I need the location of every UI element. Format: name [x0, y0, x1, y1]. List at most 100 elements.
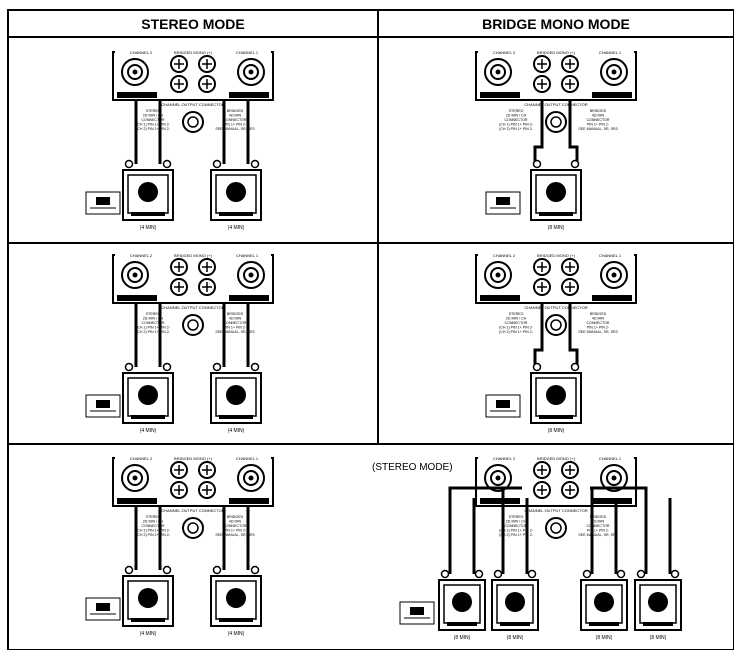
- speaker-wire: [501, 486, 522, 574]
- speaker-impedance-label: (8 MIN): [548, 225, 565, 231]
- terminal-plus-icon: [636, 569, 646, 579]
- bridged-note-line: BRIDGED: [227, 109, 244, 113]
- terminal-minus-icon: [250, 159, 260, 169]
- stereo-note-line: CONNECTOR: [504, 524, 527, 528]
- bridged-note-line: 4Ω MIN: [229, 114, 242, 118]
- bridged-note-line: CONNECTOR: [586, 321, 609, 325]
- stereo-note-line: STEREO: [509, 109, 524, 113]
- speaker-cone-icon: [546, 385, 566, 405]
- channel-1-label: CHANNEL 1: [599, 253, 622, 258]
- channel-1-label: CHANNEL 1: [236, 456, 259, 461]
- side-label-stereo-mode: (STEREO MODE): [372, 462, 453, 473]
- bridged-mono-label: BRIDGED MONO (+): [174, 50, 213, 55]
- stereo-note-line: (CH 2) PIN 1+ PIN 2-: [136, 533, 171, 537]
- bridged-note-line: PIN 1+ PIN 2-: [224, 326, 247, 330]
- terminal-plus-icon: [440, 569, 450, 579]
- terminal-minus-icon: [162, 565, 172, 575]
- bridged-mono-label: BRIDGED MONO (+): [174, 253, 213, 258]
- output-connector-label: CHANNEL OUTPUT CONNECTOR: [524, 102, 587, 107]
- stereo-note-line: 2Ω MIN / CH: [506, 114, 527, 118]
- bridged-note-line: 4Ω MIN: [592, 520, 605, 524]
- bridged-note-line: PIN 1+ PIN 2-: [587, 529, 610, 533]
- pin-label-strip: [229, 498, 269, 504]
- stereo-note-line: (CH 2) PIN 1+ PIN 2-: [499, 533, 534, 537]
- terminal-plus-icon: [582, 569, 592, 579]
- bridged-note-line: CONNECTOR: [223, 524, 246, 528]
- stereo-note-line: 2Ω MIN / CH: [506, 520, 527, 524]
- pin-label-strip: [117, 295, 157, 301]
- output-connector-label: CHANNEL OUTPUT CONNECTOR: [161, 102, 224, 107]
- bridged-note-line: CONNECTOR: [586, 118, 609, 122]
- stereo-note-line: (CH 2) PIN 1+ PIN 2-: [136, 330, 171, 334]
- stereo-note-line: (CH 1) PIN 1+ PIN 2-: [499, 123, 534, 127]
- terminal-plus-icon: [212, 565, 222, 575]
- speaker-cone-icon: [226, 182, 246, 202]
- bridged-note-line: SEE MANUAL, SR, SR3: [215, 127, 254, 131]
- channel-2-label: CHANNEL 2: [493, 50, 516, 55]
- channel-1-label: CHANNEL 1: [599, 50, 622, 55]
- bridged-note-line: 4Ω MIN: [592, 114, 605, 118]
- bridged-note-line: BRIDGED: [227, 515, 244, 519]
- bridged-note-line: SEE MANUAL, SR, SR3: [578, 533, 617, 537]
- bridged-note-line: BRIDGED: [590, 515, 607, 519]
- terminal-plus-icon: [124, 362, 134, 372]
- channel-1-label: CHANNEL 1: [236, 50, 259, 55]
- speaker-impedance-label: (8 MIN): [548, 428, 565, 434]
- stereo-note-line: STEREO: [146, 312, 161, 316]
- speaker-impedance-label: (4 MIN): [140, 428, 157, 434]
- header-stereo-mode: STEREO MODE: [141, 16, 244, 32]
- bridged-mono-label: BRIDGED MONO (+): [174, 456, 213, 461]
- stereo-note-line: CONNECTOR: [141, 524, 164, 528]
- stereo-note-line: (CH 1) PIN 1+ PIN 2-: [136, 123, 171, 127]
- speaker-impedance-label: (4 MIN): [228, 428, 245, 434]
- stereo-note-line: STEREO: [146, 515, 161, 519]
- speaker-cone-icon: [505, 592, 525, 612]
- stereo-note-line: STEREO: [509, 515, 524, 519]
- stereo-note-line: (CH 1) PIN 1+ PIN 2-: [499, 529, 534, 533]
- speaker-wire: [533, 100, 544, 164]
- speaker-wire: [590, 486, 648, 574]
- header-bridge-mono-mode: BRIDGE MONO MODE: [482, 16, 630, 32]
- stereo-note-line: STEREO: [509, 312, 524, 316]
- stereo-note-line: 2Ω MIN / CH: [143, 114, 164, 118]
- speaker-wire: [448, 486, 522, 574]
- stereo-note-line: (CH 2) PIN 1+ PIN 2-: [136, 127, 171, 131]
- bridged-note-line: PIN 1+ PIN 2-: [587, 326, 610, 330]
- stereo-note-line: CONNECTOR: [141, 118, 164, 122]
- bridged-note-line: BRIDGED: [590, 109, 607, 113]
- speaker-wire: [568, 303, 579, 367]
- terminal-minus-icon: [570, 159, 580, 169]
- speaker-impedance-label: (4 MIN): [228, 631, 245, 637]
- pin-label-strip: [229, 92, 269, 98]
- speaker-impedance-label: (8 MIN): [454, 635, 471, 641]
- bridged-note-line: CONNECTOR: [586, 524, 609, 528]
- pin-label-strip: [592, 498, 632, 504]
- speaker-impedance-label: (4 MIN): [140, 225, 157, 231]
- output-connector-label: CHANNEL OUTPUT CONNECTOR: [524, 508, 587, 513]
- speaker-cone-icon: [452, 592, 472, 612]
- bridged-note-line: CONNECTOR: [223, 118, 246, 122]
- bridged-note-line: PIN 1+ PIN 2-: [224, 123, 247, 127]
- bridged-note-line: SEE MANUAL, SR, SR3: [578, 127, 617, 131]
- terminal-minus-icon: [474, 569, 484, 579]
- pin-label-strip: [592, 295, 632, 301]
- bridged-note-line: 4Ω MIN: [229, 520, 242, 524]
- bridged-note-line: 4Ω MIN: [229, 317, 242, 321]
- stereo-note-line: 2Ω MIN / CH: [143, 520, 164, 524]
- pin-label-strip: [117, 92, 157, 98]
- stereo-note-line: CONNECTOR: [504, 118, 527, 122]
- terminal-plus-icon: [212, 362, 222, 372]
- speaker-cone-icon: [226, 385, 246, 405]
- bridged-note-line: CONNECTOR: [223, 321, 246, 325]
- stereo-note-line: (CH 2) PIN 1+ PIN 2-: [499, 330, 534, 334]
- channel-1-label: CHANNEL 1: [236, 253, 259, 258]
- output-connector-label: CHANNEL OUTPUT CONNECTOR: [524, 305, 587, 310]
- bridged-note-line: PIN 1+ PIN 2-: [587, 123, 610, 127]
- terminal-plus-icon: [212, 159, 222, 169]
- channel-2-label: CHANNEL 2: [493, 253, 516, 258]
